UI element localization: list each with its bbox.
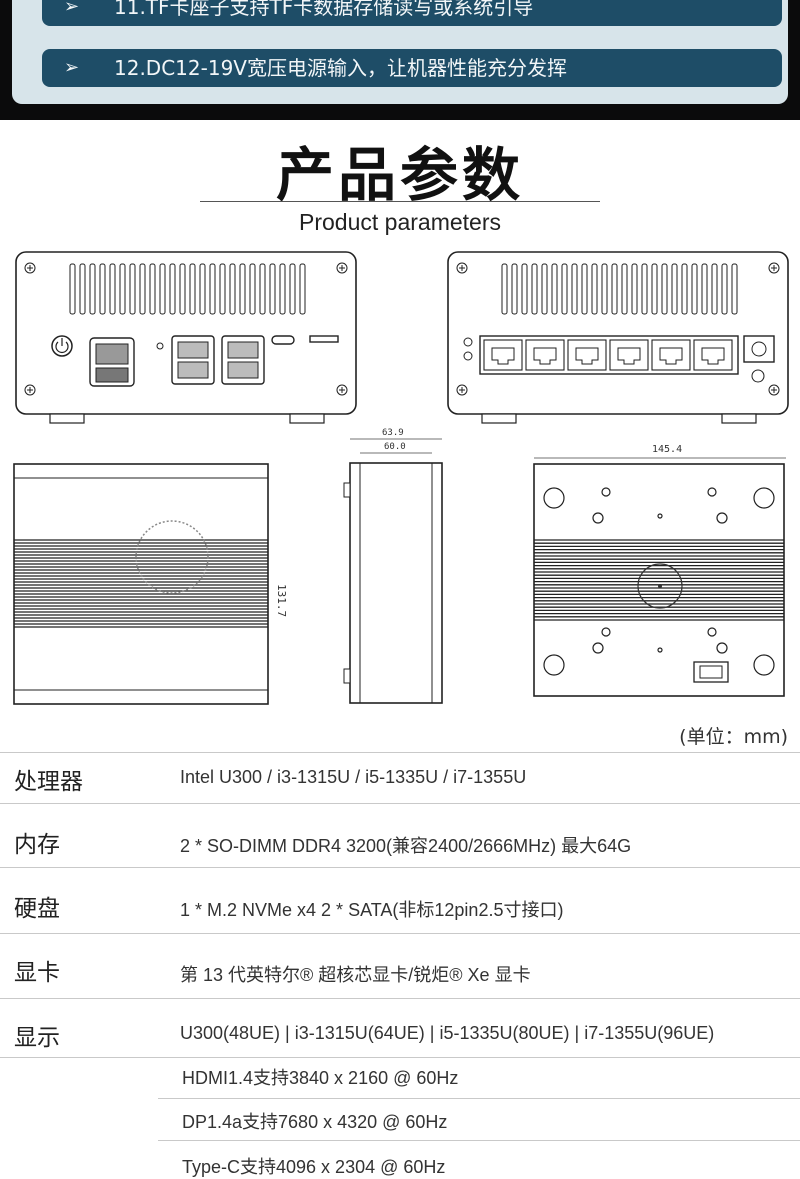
- display-output-typec: Type-C支持4096 x 2304 @ 60Hz: [182, 1157, 446, 1177]
- feature-item: ➢ 12.DC12-19V宽压电源输入，让机器性能充分发挥: [42, 49, 782, 87]
- spec-value: 1 * M.2 NVMe x4 2 * SATA(非标12pin2.5寸接口): [180, 900, 564, 920]
- top-view-drawing: 131.7: [12, 460, 312, 710]
- spec-label: 内存: [14, 832, 60, 858]
- section-subtitle: Product parameters: [299, 209, 501, 235]
- spec-label: 处理器: [14, 769, 83, 795]
- feature-banner: ➢ 11.TF卡座子支持TF卡数据存储读写或系统引导 ➢ 12.DC12-19V…: [0, 0, 800, 120]
- spec-label: 显示: [14, 1025, 60, 1051]
- spec-value: U300(48UE) | i3-1315U(64UE) | i5-1335U(8…: [180, 1023, 715, 1043]
- divider: [0, 933, 800, 934]
- width-dimension: 145.4: [652, 444, 682, 455]
- arrow-icon: ➢: [64, 57, 80, 78]
- display-output-hdmi: HDMI1.4支持3840 x 2160 @ 60Hz: [182, 1068, 459, 1088]
- unit-note: (单位：mm): [679, 726, 788, 748]
- spec-value: 第 13 代英特尔® 超核芯显卡/锐炬® Xe 显卡: [180, 965, 531, 985]
- spec-label: 硬盘: [14, 896, 60, 922]
- feature-panel: ➢ 11.TF卡座子支持TF卡数据存储读写或系统引导 ➢ 12.DC12-19V…: [12, 0, 788, 104]
- spec-label: 显卡: [14, 960, 60, 986]
- divider: [0, 1057, 800, 1058]
- title-divider: [200, 201, 600, 202]
- bottom-view-drawing: 145.4: [532, 440, 792, 705]
- divider: [158, 1098, 800, 1099]
- front-view-drawing: [14, 250, 360, 430]
- divider: [0, 752, 800, 753]
- section-title: 产品参数: [275, 141, 524, 209]
- depth-inner-dimension: 60.0: [384, 442, 406, 452]
- divider: [0, 803, 800, 804]
- spec-value: Intel U300 / i3-1315U / i5-1335U / i7-13…: [180, 767, 527, 787]
- spec-value: 2 * SO-DIMM DDR4 3200(兼容2400/2666MHz) 最大…: [180, 836, 632, 856]
- divider: [0, 867, 800, 868]
- depth-outer-dimension: 63.9: [382, 428, 404, 438]
- rear-view-drawing: [446, 250, 792, 430]
- arrow-icon: ➢: [64, 0, 80, 17]
- divider: [0, 998, 800, 999]
- display-output-dp: DP1.4a支持7680 x 4320 @ 60Hz: [182, 1112, 448, 1132]
- feature-text: 12.DC12-19V宽压电源输入，让机器性能充分发挥: [114, 56, 567, 80]
- feature-text: 11.TF卡座子支持TF卡数据存储读写或系统引导: [114, 0, 534, 19]
- feature-item: ➢ 11.TF卡座子支持TF卡数据存储读写或系统引导: [42, 0, 782, 26]
- height-dimension: 131.7: [275, 584, 288, 617]
- side-view-drawing: 63.9 60.0: [340, 425, 450, 710]
- divider: [158, 1140, 800, 1141]
